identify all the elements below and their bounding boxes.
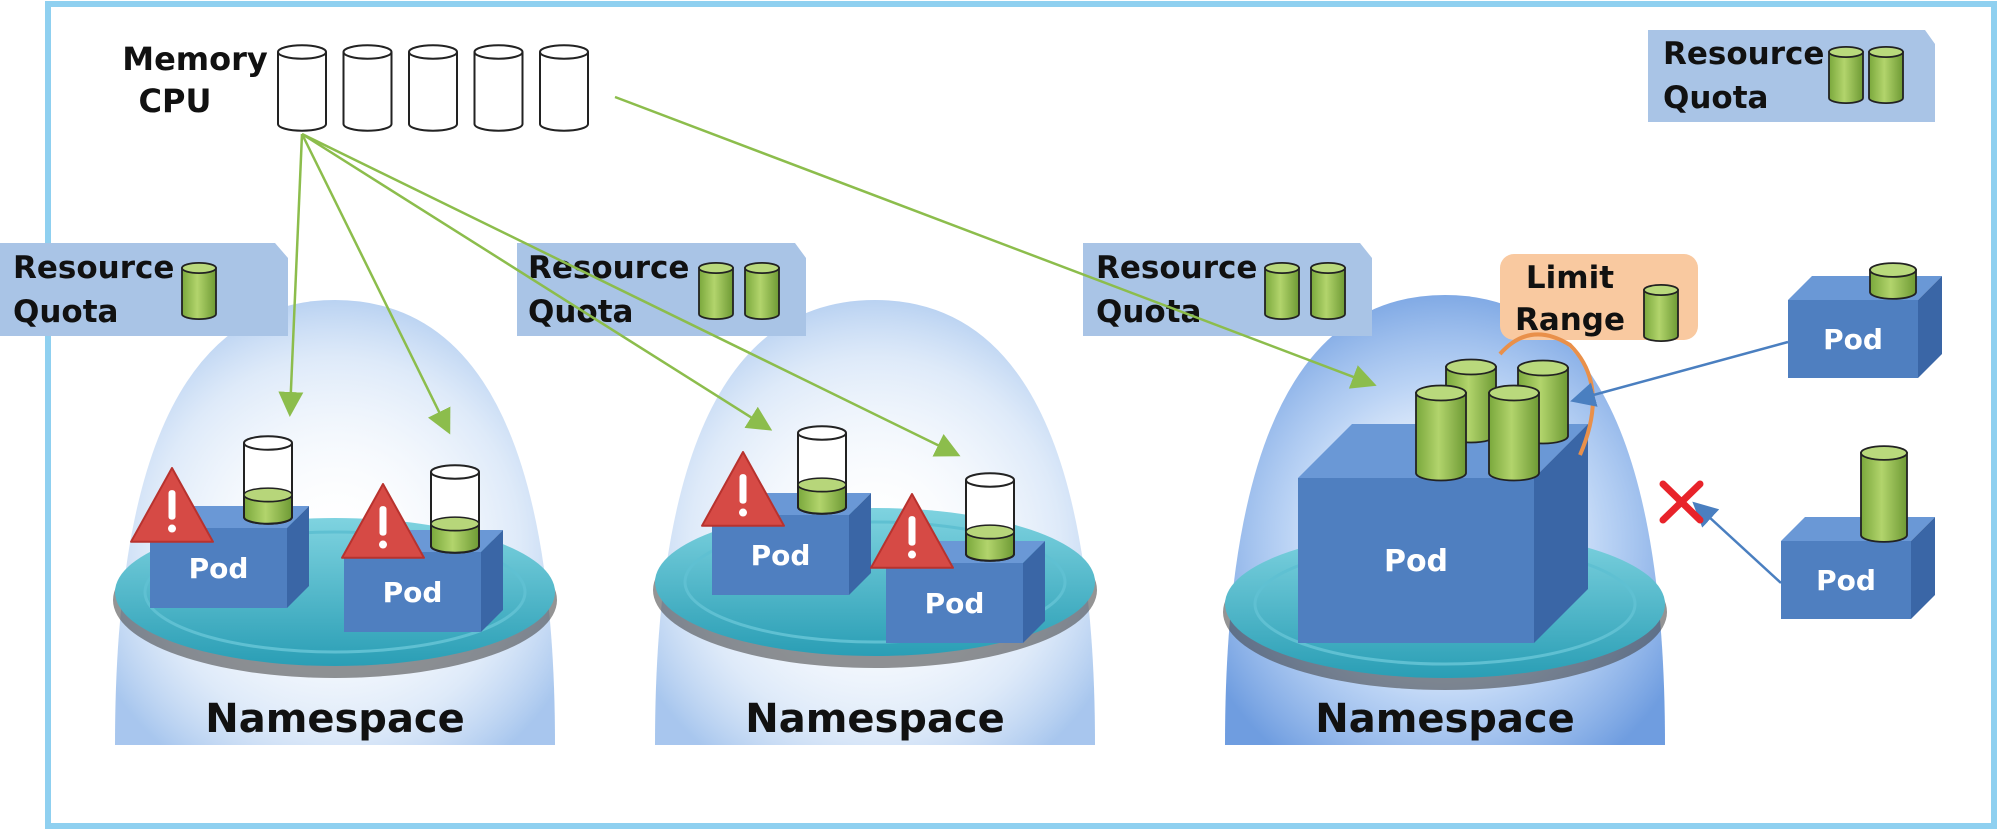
quota-cylinder bbox=[1828, 46, 1864, 104]
pod-ns2-b: Pod bbox=[886, 541, 1045, 643]
quota-label-line1: Resource bbox=[1096, 250, 1257, 286]
pod-label: Pod bbox=[925, 587, 985, 620]
namespace-label: Namespace bbox=[1315, 696, 1575, 742]
pod-usage-cylinder bbox=[797, 425, 847, 515]
pod-usage-cylinder bbox=[430, 464, 480, 554]
resource-quota-ns3: Resource Quota bbox=[1083, 243, 1372, 336]
pod-front-face bbox=[1788, 300, 1918, 378]
pool-cylinder bbox=[342, 44, 393, 132]
arrow-to-ns2-pod-b bbox=[301, 132, 961, 457]
pod-side-face bbox=[1023, 541, 1045, 643]
pod-resource-cylinder bbox=[1860, 445, 1908, 543]
pool-cylinder bbox=[473, 44, 524, 132]
limit-range-line1: Limit bbox=[1526, 260, 1614, 296]
warning-icon bbox=[130, 467, 214, 543]
quota-label-line1: Resource bbox=[1663, 36, 1824, 72]
pod-resource-cylinder bbox=[1869, 262, 1917, 300]
pod-label: Pod bbox=[1384, 544, 1448, 579]
pod-front-face bbox=[712, 515, 849, 595]
quota-label-line2: Quota bbox=[1663, 80, 1768, 116]
pool-cylinder bbox=[408, 44, 458, 132]
pod-front-face bbox=[1781, 541, 1911, 619]
pod-top-face bbox=[1788, 276, 1942, 300]
namespace-label: Namespace bbox=[205, 696, 465, 742]
limit-range-cylinder bbox=[1643, 283, 1679, 342]
quota-cylinder bbox=[181, 261, 217, 320]
pod-front-face bbox=[886, 563, 1023, 643]
pod-incoming-rejected: Pod bbox=[1781, 517, 1935, 619]
pod-label: Pod bbox=[751, 539, 811, 572]
pod-side-face bbox=[1918, 276, 1942, 378]
arrow-incoming-rejected bbox=[1692, 501, 1782, 584]
quota-cylinder bbox=[698, 261, 734, 320]
arrow-to-ns2-pod-a bbox=[301, 132, 773, 431]
warning-icon bbox=[870, 493, 954, 569]
allocation-arrows bbox=[278, 95, 1377, 457]
resource-quota-ns1: Resource Quota bbox=[0, 243, 288, 336]
pod-resource-cylinder bbox=[1415, 384, 1467, 482]
pool-cylinder bbox=[277, 44, 327, 132]
quota-label-line2: Quota bbox=[13, 294, 118, 330]
limit-range: Limit Range bbox=[1500, 254, 1698, 342]
quota-cylinder bbox=[1868, 46, 1904, 104]
arrow-to-ns3 bbox=[614, 95, 1377, 389]
quota-cylinder bbox=[1310, 261, 1346, 320]
pool-label-memory: Memory bbox=[122, 40, 268, 78]
pod-usage-cylinder bbox=[965, 472, 1015, 562]
pod-front-face bbox=[344, 552, 481, 632]
memory-cpu-pool: Memory CPU bbox=[122, 40, 589, 132]
quota-label-line1: Resource bbox=[528, 250, 689, 286]
pod-incoming-accepted: Pod bbox=[1788, 276, 1942, 378]
arrow-to-ns1-pod-b bbox=[300, 133, 451, 435]
arrow-to-ns1-pod-a bbox=[278, 133, 304, 417]
pod-side-face bbox=[1911, 517, 1935, 619]
limit-range-arc bbox=[1498, 332, 1595, 456]
pool-cylinder bbox=[539, 44, 589, 132]
pod-side-face bbox=[287, 506, 309, 608]
pod-resource-cylinder bbox=[1488, 384, 1540, 482]
arrow-incoming-accepted bbox=[1570, 340, 1789, 407]
quota-cylinders bbox=[181, 261, 217, 320]
warning-icon bbox=[701, 451, 785, 527]
reject-x-icon bbox=[1659, 480, 1704, 524]
quota-cylinder bbox=[1643, 283, 1679, 342]
pod-label: Pod bbox=[189, 552, 249, 585]
quota-cylinder bbox=[1264, 261, 1300, 320]
pod-label: Pod bbox=[1816, 564, 1876, 597]
quota-cylinder bbox=[744, 261, 780, 320]
quota-label-line2: Quota bbox=[528, 294, 633, 330]
pod-top-face bbox=[1781, 517, 1935, 541]
quota-cylinders bbox=[698, 261, 780, 320]
pool-label-cpu: CPU bbox=[139, 82, 212, 120]
pod-label: Pod bbox=[1823, 323, 1883, 356]
pod-side-face bbox=[849, 493, 871, 595]
pod-label: Pod bbox=[383, 576, 443, 609]
resource-quota-ns2: Resource Quota bbox=[517, 243, 806, 336]
quota-label-line1: Resource bbox=[13, 250, 174, 286]
pod-front-face bbox=[1298, 478, 1534, 643]
namespace-plate-ring bbox=[683, 520, 1067, 644]
warning-icon bbox=[341, 483, 425, 559]
quota-cylinders bbox=[1828, 46, 1904, 104]
pod-usage-cylinder bbox=[243, 435, 293, 525]
limit-range-line2: Range bbox=[1515, 302, 1625, 338]
quota-cylinders bbox=[1264, 261, 1346, 320]
namespace-label: Namespace bbox=[745, 696, 1005, 742]
pool-cylinders bbox=[277, 44, 589, 132]
pod-side-face bbox=[481, 530, 503, 632]
resource-quota-global: Resource Quota bbox=[1648, 30, 1935, 122]
namespace-plate-ring bbox=[143, 530, 527, 654]
pod-side-face bbox=[1534, 424, 1588, 643]
